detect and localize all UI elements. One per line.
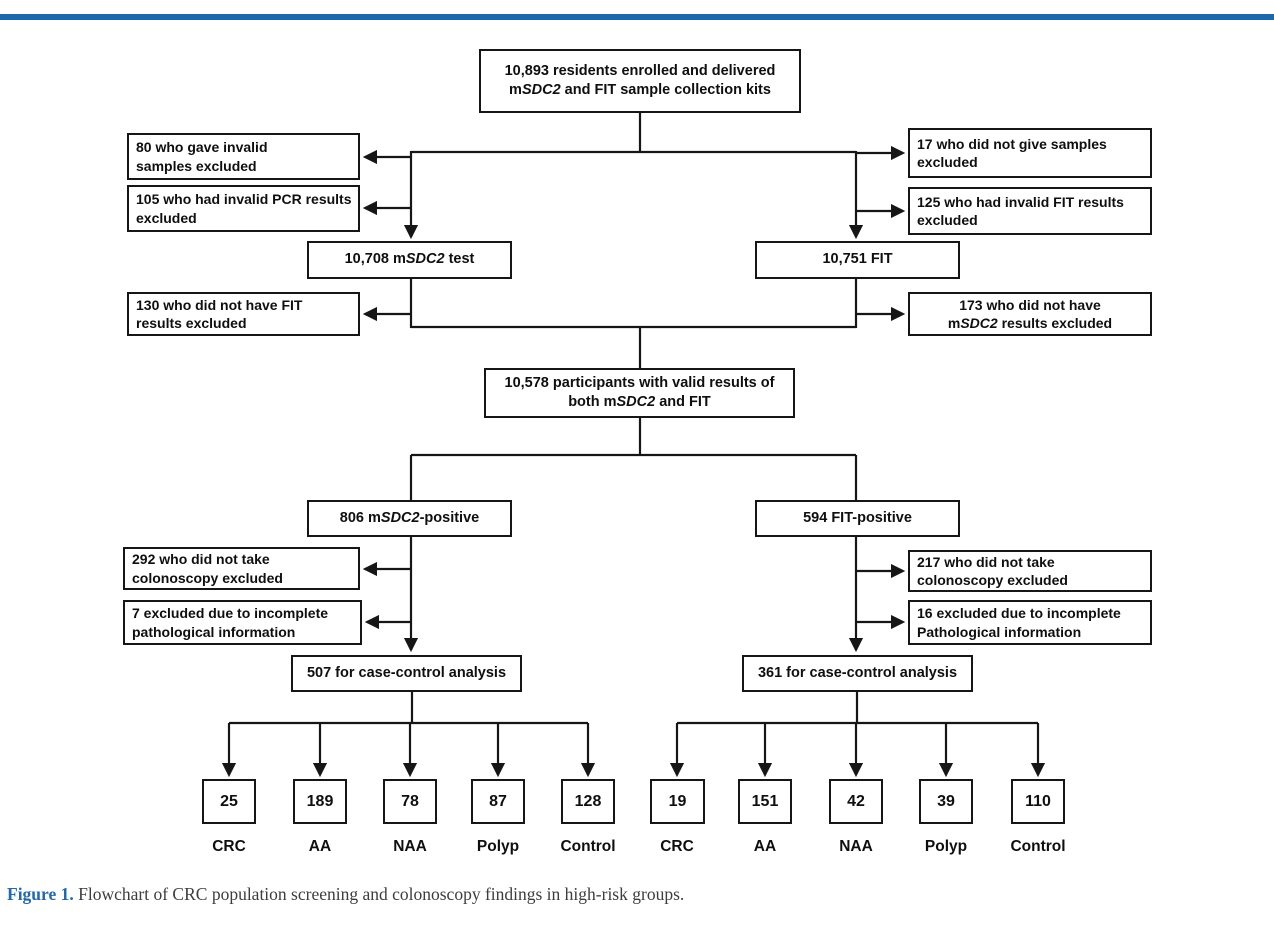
outcome-box-naa-msdc2: 78: [383, 779, 437, 824]
outcome-box-control-fit: 110: [1011, 779, 1065, 824]
outcome-label-polyp-fit: Polyp: [924, 838, 968, 855]
node-excluded-invalid-pcr-text: 105 who had invalid PCR results excluded: [136, 191, 352, 226]
outcome-value: 25: [220, 792, 238, 810]
node-excluded-incomplete-pathology-msdc2: 7 excluded due to incomplete pathologica…: [123, 600, 362, 645]
node-valid-both-text: 10,578 participants with valid results o…: [504, 374, 775, 410]
node-enrolled: 10,893 residents enrolled and delivered …: [479, 49, 801, 113]
node-msdc2-positive-text: 806 mSDC2-positive: [339, 509, 480, 526]
outcome-label-crc-msdc2: CRC: [212, 838, 246, 855]
node-excluded-no-colonoscopy-msdc2: 292 who did not take colonoscopy exclude…: [123, 547, 360, 590]
outcome-value: 87: [489, 792, 507, 810]
node-excluded-no-msdc2-results: 173 who did not have mSDC2 results exclu…: [908, 292, 1152, 336]
node-enrolled-text: 10,893 residents enrolled and delivered …: [504, 62, 776, 98]
node-case-control-fit: 361 for case-control analysis: [742, 655, 973, 692]
node-excluded-incomplete-pathology-fit: 16 excluded due to incomplete Pathologic…: [908, 600, 1152, 645]
node-fit-positive-text: 594 FIT-positive: [803, 509, 912, 526]
outcome-label-control-msdc2: Control: [560, 838, 616, 855]
node-excluded-no-msdc2-results-text: 173 who did not have mSDC2 results exclu…: [947, 296, 1113, 331]
node-fit-positive: 594 FIT-positive: [755, 500, 960, 537]
outcome-label-naa-msdc2: NAA: [393, 838, 427, 855]
node-excluded-invalid-fit-text: 125 who had invalid FIT results excluded: [917, 193, 1124, 228]
outcome-value: 19: [668, 792, 687, 810]
node-case-control-msdc2: 507 for case-control analysis: [291, 655, 522, 692]
outcome-label-polyp-msdc2: Polyp: [476, 838, 520, 855]
node-msdc2-test: 10,708 mSDC2 test: [307, 241, 512, 279]
node-excluded-no-fit-results-text: 130 who did not have FIT results exclude…: [136, 296, 303, 331]
outcome-label-crc-fit: CRC: [660, 838, 694, 855]
node-excluded-no-colonoscopy-fit: 217 who did not take colonoscopy exclude…: [908, 550, 1152, 592]
outcome-box-polyp-msdc2: 87: [471, 779, 525, 824]
top-accent-bar: [0, 14, 1274, 20]
node-fit-test: 10,751 FIT: [755, 241, 960, 279]
outcome-box-naa-fit: 42: [829, 779, 883, 824]
outcome-value: 39: [937, 792, 955, 810]
node-case-control-msdc2-text: 507 for case-control analysis: [306, 664, 507, 681]
node-msdc2-test-text: 10,708 mSDC2 test: [344, 251, 475, 268]
outcome-value: 110: [1025, 792, 1051, 810]
node-excluded-incomplete-pathology-fit-text: 16 excluded due to incomplete Pathologic…: [917, 605, 1121, 640]
outcome-box-aa-fit: 151: [738, 779, 792, 824]
figure-caption: Figure 1. Flowchart of CRC population sc…: [7, 884, 1107, 905]
node-msdc2-positive: 806 mSDC2-positive: [307, 500, 512, 537]
node-excluded-no-colonoscopy-fit-text: 217 who did not take colonoscopy exclude…: [917, 553, 1068, 588]
outcome-label-aa-msdc2: AA: [308, 838, 332, 855]
node-excluded-invalid-pcr: 105 who had invalid PCR results excluded: [127, 185, 360, 232]
figure-label: Figure 1.: [7, 884, 74, 904]
outcome-box-control-msdc2: 128: [561, 779, 615, 824]
node-excluded-invalid-samples: 80 who gave invalid samples excluded: [127, 133, 360, 180]
node-excluded-invalid-fit: 125 who had invalid FIT results excluded: [908, 187, 1152, 235]
node-case-control-fit-text: 361 for case-control analysis: [757, 664, 958, 681]
node-excluded-no-fit-results: 130 who did not have FIT results exclude…: [127, 292, 360, 336]
outcome-label-naa-fit: NAA: [839, 838, 873, 855]
outcome-value: 128: [574, 792, 602, 810]
node-fit-test-text: 10,751 FIT: [822, 251, 893, 268]
outcome-label-aa-fit: AA: [753, 838, 777, 855]
outcome-value: 78: [401, 792, 419, 810]
node-excluded-invalid-samples-text: 80 who gave invalid samples excluded: [136, 139, 268, 174]
outcome-box-aa-msdc2: 189: [293, 779, 347, 824]
node-excluded-incomplete-pathology-msdc2-text: 7 excluded due to incomplete pathologica…: [132, 605, 329, 640]
node-excluded-no-samples-text: 17 who did not give samples excluded: [917, 135, 1107, 170]
node-excluded-no-samples: 17 who did not give samples excluded: [908, 128, 1152, 178]
figure-caption-text: Flowchart of CRC population screening an…: [73, 884, 685, 904]
outcome-label-control-fit: Control: [1010, 838, 1066, 855]
outcome-box-crc-fit: 19: [650, 779, 705, 824]
outcome-value: 189: [306, 792, 334, 810]
outcome-value: 151: [751, 792, 779, 810]
outcome-box-polyp-fit: 39: [919, 779, 973, 824]
outcome-value: 42: [847, 792, 865, 810]
node-excluded-no-colonoscopy-msdc2-text: 292 who did not take colonoscopy exclude…: [132, 551, 283, 586]
outcome-box-crc-msdc2: 25: [202, 779, 256, 824]
node-valid-both: 10,578 participants with valid results o…: [484, 368, 795, 418]
